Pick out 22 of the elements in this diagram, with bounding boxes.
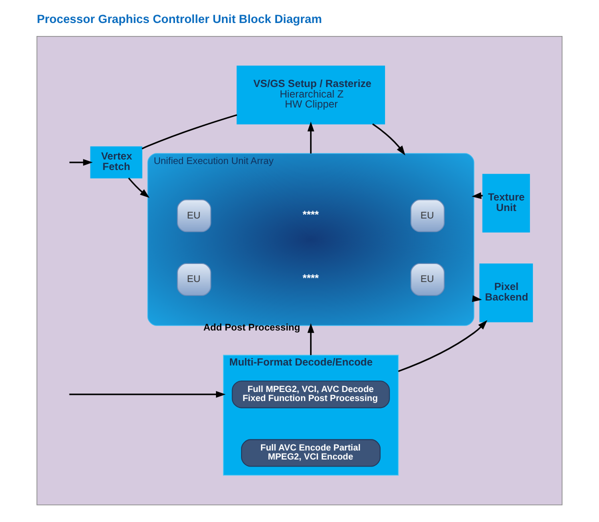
arrow [372, 123, 406, 156]
node-box: EU [410, 199, 445, 232]
node-box: VS/GS Setup / Rasterize Hierarchical Z HW Clipper [236, 66, 386, 124]
arrow [69, 159, 93, 166]
cluster [36, 36, 562, 506]
arrow [128, 178, 150, 198]
node-box: Texture Unit [482, 174, 530, 233]
node-box: EU [176, 199, 212, 232]
label: **** [302, 274, 319, 285]
diagram-title: Processor Graphics Controller Unit Block Diagram [36, 12, 322, 26]
node-box: Vertex Fetch [90, 146, 142, 178]
node-box: Pixel Backend [479, 264, 533, 322]
arrow [69, 391, 226, 398]
arrow [307, 122, 314, 154]
connector [142, 114, 238, 150]
label: **** [302, 210, 319, 221]
arrow [307, 323, 314, 356]
node-box: EU [176, 263, 212, 296]
node-box: EU [410, 263, 445, 296]
node-box: Full MPEG2, VCI, AVC Decode Fixed Function Post Processing [232, 380, 390, 408]
arrow [398, 320, 488, 372]
node-box: Full AVC Encode Partial MPEG2, VCI Encode [241, 439, 381, 467]
